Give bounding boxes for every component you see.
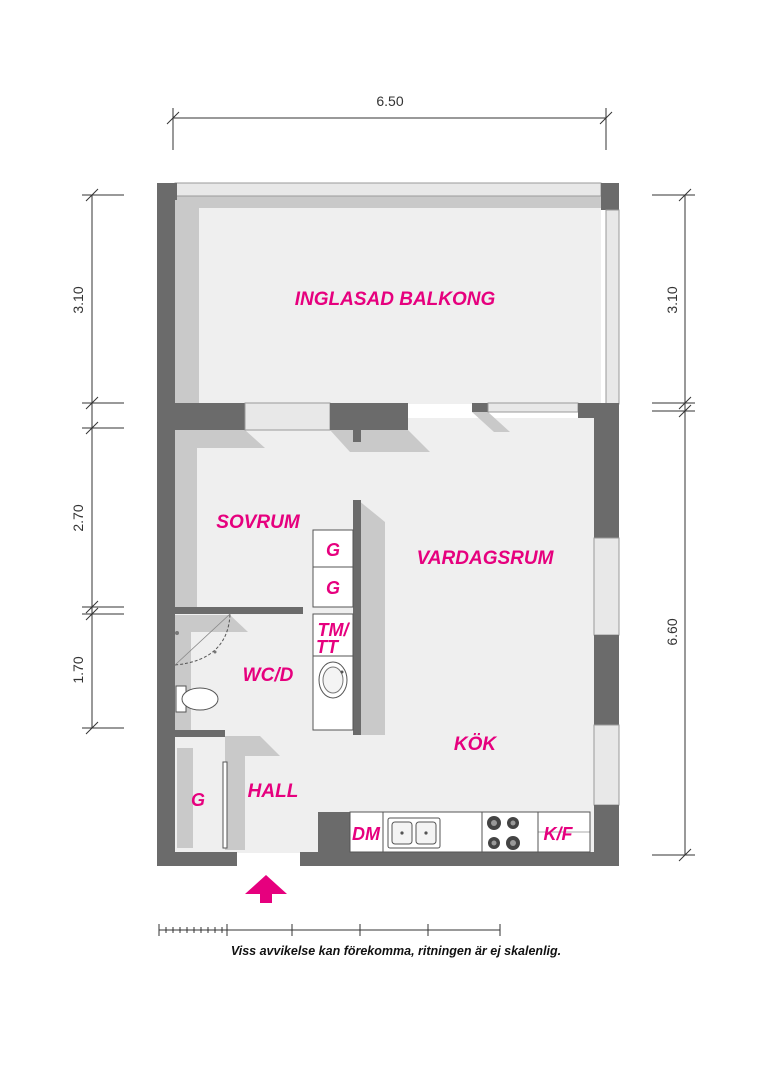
label-closet-1: G: [326, 540, 340, 560]
dim-left-wc: 1.70: [70, 656, 86, 683]
stove-icon: [487, 816, 520, 850]
label-tm-line1: TM/: [318, 620, 351, 640]
dim-right-main: 6.60: [664, 618, 680, 645]
label-tm-line2: TT: [316, 637, 340, 657]
kitchen-sink-icon: [387, 817, 441, 849]
dim-left-sovrum: 2.70: [70, 504, 86, 531]
label-balkong: INGLASAD BALKONG: [295, 289, 496, 310]
scale-bar: [158, 924, 501, 936]
entrance-arrow-icon: [245, 875, 287, 903]
toilet-icon: [175, 685, 219, 713]
dim-top-width: 6.50: [376, 93, 403, 109]
dim-right-balkong: 3.10: [664, 286, 680, 313]
disclaimer-text: Viss avvikelse kan förekomma, ritningen …: [231, 944, 561, 958]
label-hall: HALL: [248, 781, 299, 802]
sink-icon: [318, 661, 348, 699]
walls: [157, 182, 620, 866]
label-kok: KÖK: [454, 734, 498, 755]
label-hall-closet: G: [191, 790, 205, 810]
label-wc: WC/D: [243, 665, 294, 686]
label-closet-2: G: [326, 578, 340, 598]
label-dm: DM: [352, 824, 381, 844]
label-kf: K/F: [544, 824, 574, 844]
dimension-lines: [82, 108, 695, 862]
label-sovrum: SOVRUM: [216, 512, 301, 533]
dim-left-balkong: 3.10: [70, 286, 86, 313]
fixtures: [174, 529, 591, 853]
label-vardagsrum: VARDAGSRUM: [417, 548, 555, 569]
